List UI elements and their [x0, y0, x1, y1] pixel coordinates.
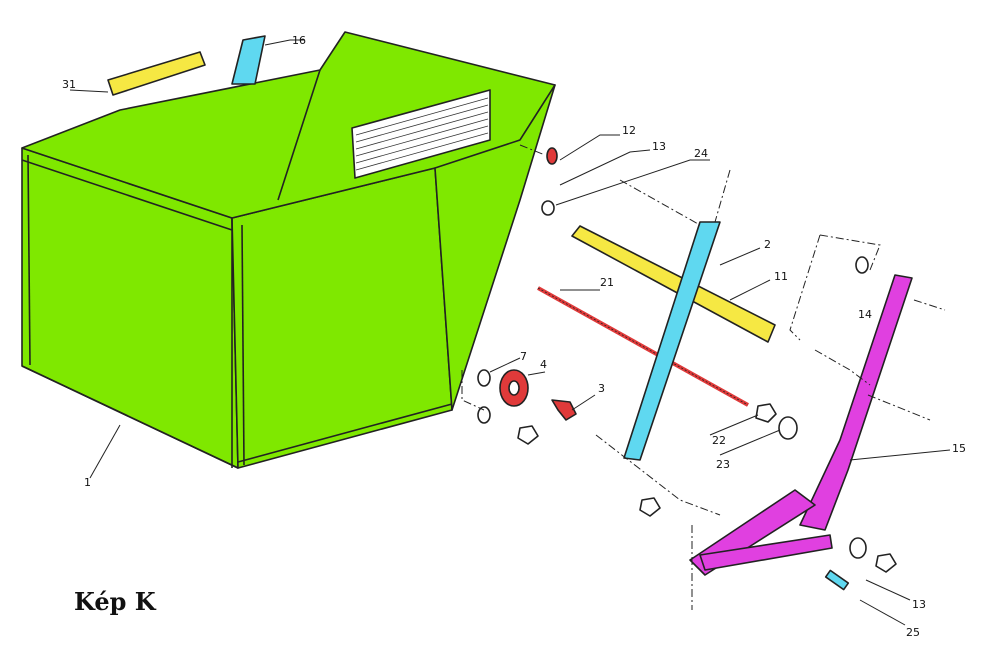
- bearing-part-4: [499, 369, 529, 407]
- nut-part-22: [755, 403, 777, 423]
- label-25: 25: [906, 626, 920, 639]
- hopper-part-1: [21, 31, 556, 469]
- washer-part-7: [477, 369, 491, 387]
- bolt-part-3: [551, 399, 577, 421]
- frame-part-15: [689, 274, 913, 576]
- arm-part-2: [623, 221, 721, 461]
- label-23: 23: [716, 458, 730, 471]
- nut: [639, 497, 661, 517]
- nut: [517, 425, 539, 445]
- label-1: 1: [84, 476, 91, 489]
- label-21: 21: [600, 276, 614, 289]
- label-4: 4: [540, 358, 547, 371]
- label-13b: 13: [912, 598, 926, 611]
- grille: [351, 89, 491, 179]
- nut: [875, 553, 897, 573]
- label-16: 16: [292, 34, 306, 47]
- figure-caption: Kép K: [74, 587, 157, 616]
- bar-part-11: [571, 225, 776, 343]
- label-31: 31: [62, 78, 76, 91]
- washer: [849, 537, 867, 559]
- washer-part-23: [778, 416, 798, 440]
- label-12: 12: [622, 124, 636, 137]
- label-24: 24: [694, 147, 708, 160]
- plate-part-31: [107, 51, 206, 96]
- label-2: 2: [764, 238, 771, 251]
- label-15: 15: [952, 442, 966, 455]
- spacer-part-14: [855, 256, 869, 274]
- label-14: 14: [858, 308, 872, 321]
- label-11: 11: [774, 270, 788, 283]
- label-13: 13: [652, 140, 666, 153]
- pin-part-25: [824, 569, 850, 591]
- label-22: 22: [712, 434, 726, 447]
- washer: [477, 406, 491, 424]
- label-7: 7: [520, 350, 527, 363]
- bolt-part-12: [546, 147, 558, 165]
- bracket-part-16: [231, 35, 266, 85]
- washer-part-24: [541, 200, 555, 216]
- label-3: 3: [598, 382, 605, 395]
